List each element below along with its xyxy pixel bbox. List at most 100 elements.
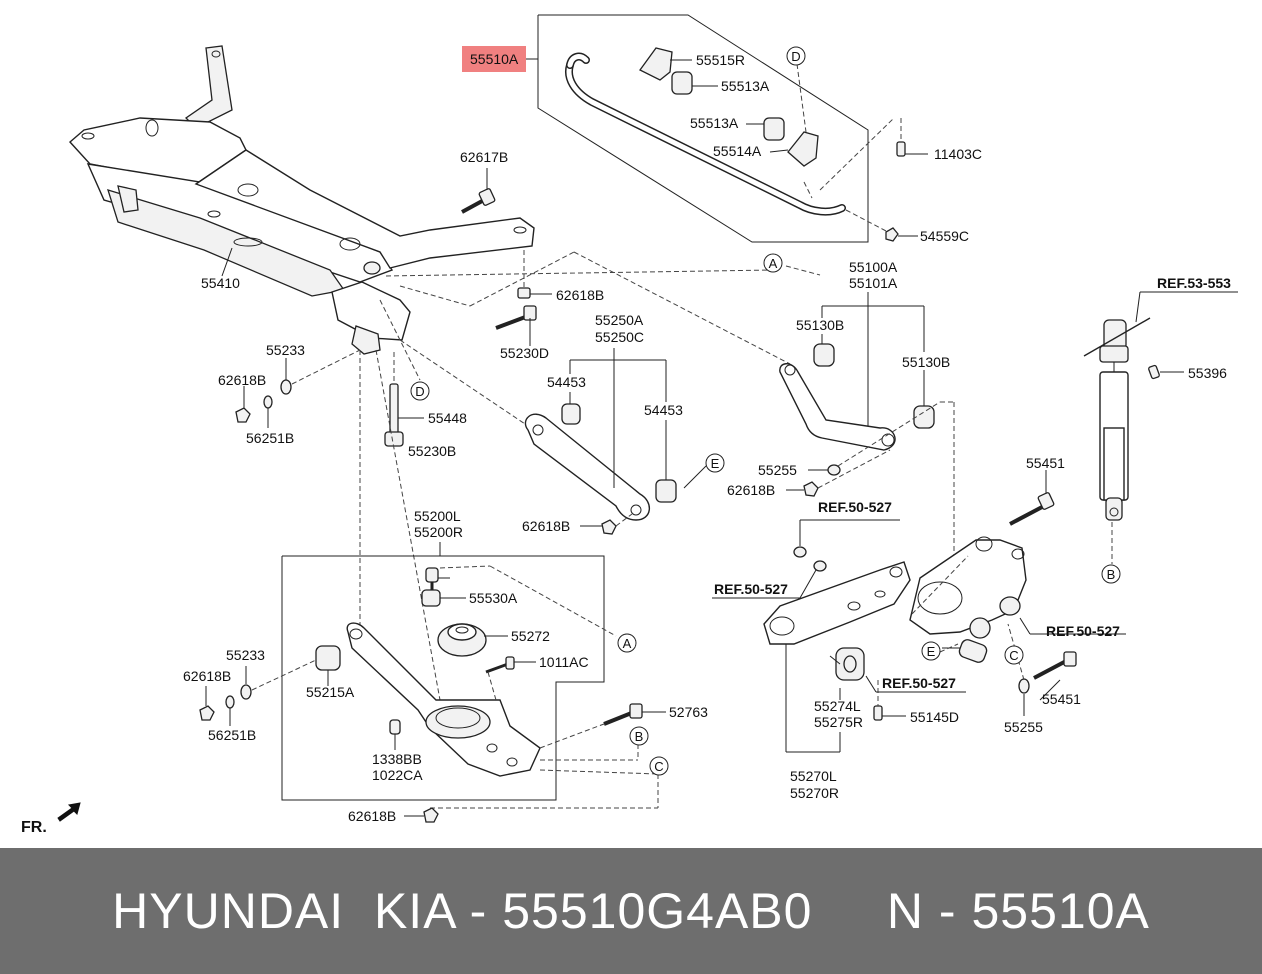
- shock-absorber: [1083, 317, 1151, 521]
- label-62618B-5: 62618B: [183, 668, 231, 684]
- label-62618B-3: 62618B: [522, 518, 570, 534]
- label-55275R: 55275R: [814, 714, 863, 730]
- label-62618B-4: 62618B: [727, 482, 775, 498]
- lower-arm-group-box: [281, 555, 605, 801]
- label-55255-2: 55255: [1004, 719, 1043, 735]
- ref-53-553: REF.53-553: [1157, 275, 1231, 291]
- nut-62618B-left: [235, 407, 251, 423]
- label-54559C: 54559C: [920, 228, 969, 244]
- label-55100A: 55100A: [849, 259, 898, 275]
- bolt-55230D: [495, 305, 537, 330]
- circle-E-link: E: [705, 453, 725, 473]
- label-55270R: 55270R: [790, 785, 839, 801]
- bolt-11403C: [896, 141, 928, 157]
- label-55272: 55272: [511, 628, 550, 644]
- circle-B-lower: B: [629, 726, 649, 746]
- label-1338BB: 1338BB: [372, 751, 422, 767]
- bushing-55130B-a: [813, 343, 835, 367]
- circle-E-knuckle: E: [921, 641, 941, 661]
- nut-62618B-upper: [803, 481, 819, 497]
- washer-56251B-left: [263, 395, 273, 409]
- svg-text:B: B: [635, 729, 644, 744]
- svg-text:D: D: [415, 384, 424, 399]
- label-62618B-1: 62618B: [556, 287, 604, 303]
- label-54453-1: 54453: [547, 374, 586, 390]
- circle-D-mid: D: [410, 381, 430, 401]
- nut-62618B-left-bottom: [199, 705, 215, 721]
- nut-62618B-bottom: [423, 807, 439, 823]
- knuckle-carrier: [909, 536, 1027, 639]
- label-55396: 55396: [1188, 365, 1227, 381]
- svg-text:C: C: [654, 759, 663, 774]
- front-arrow-icon: [57, 802, 81, 822]
- banner-text: HYUNDAI KIA - 55510G4AB0 N - 55510A: [112, 883, 1150, 939]
- fr-label: FR.: [21, 819, 47, 836]
- label-55250A: 55250A: [595, 312, 644, 328]
- bolt-55396: [1148, 364, 1160, 380]
- bushing-54453-b: [655, 479, 677, 503]
- svg-text:A: A: [769, 256, 778, 271]
- washer-56251B-bottom: [225, 695, 235, 709]
- label-54453-2: 54453: [644, 402, 683, 418]
- washer-55233-top: [280, 379, 292, 395]
- circle-A-lower: A: [617, 633, 637, 653]
- svg-text:A: A: [623, 636, 632, 651]
- label-55255-1: 55255: [758, 462, 797, 478]
- label-55145D: 55145D: [910, 709, 959, 725]
- ref-50-527-c: REF.50-527: [1046, 623, 1120, 639]
- label-55274L: 55274L: [814, 698, 861, 714]
- circle-D-top: D: [786, 46, 806, 66]
- washer-55255-lower: [1018, 678, 1030, 694]
- label-55448: 55448: [428, 410, 467, 426]
- label-55530A: 55530A: [469, 590, 518, 606]
- label-55230D: 55230D: [500, 345, 549, 361]
- label-62618B-6: 62618B: [348, 808, 396, 824]
- ref-50-527-b: REF.50-527: [714, 581, 788, 597]
- nut-54559C: [885, 227, 918, 242]
- link-55250A: [524, 413, 650, 521]
- label-55250C: 55250C: [595, 329, 644, 345]
- bushing-54453-a: [561, 403, 581, 425]
- bolt-62617B: [461, 188, 496, 214]
- label-55230B: 55230B: [408, 443, 456, 459]
- label-55515R: 55515R: [696, 52, 745, 68]
- label-55410: 55410: [201, 275, 240, 291]
- bolt-55145D: [873, 705, 883, 721]
- ref-washer-2: [813, 560, 827, 572]
- bolt-52763: [603, 703, 643, 726]
- washer-55233-bottom: [240, 684, 252, 700]
- label-56251B-1: 56251B: [246, 430, 294, 446]
- label-55514A: 55514A: [713, 143, 762, 159]
- label-11403C: 11403C: [934, 146, 982, 162]
- subframe-55410: [68, 45, 535, 355]
- bolt-55448: [384, 383, 404, 447]
- arm-55270L: [763, 561, 911, 645]
- bushing-55513A-top: [671, 71, 693, 95]
- label-62617B: 62617B: [460, 149, 508, 165]
- nut-62618B-link: [601, 519, 617, 535]
- label-56251B-2: 56251B: [208, 727, 256, 743]
- label-62618B-2: 62618B: [218, 372, 266, 388]
- bracket-55514A: [787, 131, 819, 167]
- label-55451-1: 55451: [1026, 455, 1065, 471]
- parts-diagram: D A D E B A E C B C 55510A 55515R 55513A…: [21, 14, 1238, 836]
- ref-washer-1: [793, 546, 807, 558]
- bracket-55515R: [639, 47, 673, 81]
- washer-55255-upper: [827, 464, 841, 476]
- label-55270L: 55270L: [790, 768, 837, 784]
- label-55130B-1: 55130B: [796, 317, 844, 333]
- label-55513A-mid: 55513A: [690, 115, 739, 131]
- svg-text:D: D: [791, 49, 800, 64]
- svg-text:B: B: [1107, 567, 1116, 582]
- label-55200L: 55200L: [414, 508, 461, 524]
- bolt-55451-lower: [1033, 651, 1077, 680]
- circle-A-top: A: [763, 253, 783, 273]
- label-55215A: 55215A: [306, 684, 355, 700]
- highlight-55510A: [462, 46, 526, 72]
- svg-text:E: E: [711, 456, 720, 471]
- label-52763: 52763: [669, 704, 708, 720]
- label-55200R: 55200R: [414, 524, 463, 540]
- svg-text:E: E: [927, 644, 936, 659]
- screw-1011AC: [485, 656, 515, 674]
